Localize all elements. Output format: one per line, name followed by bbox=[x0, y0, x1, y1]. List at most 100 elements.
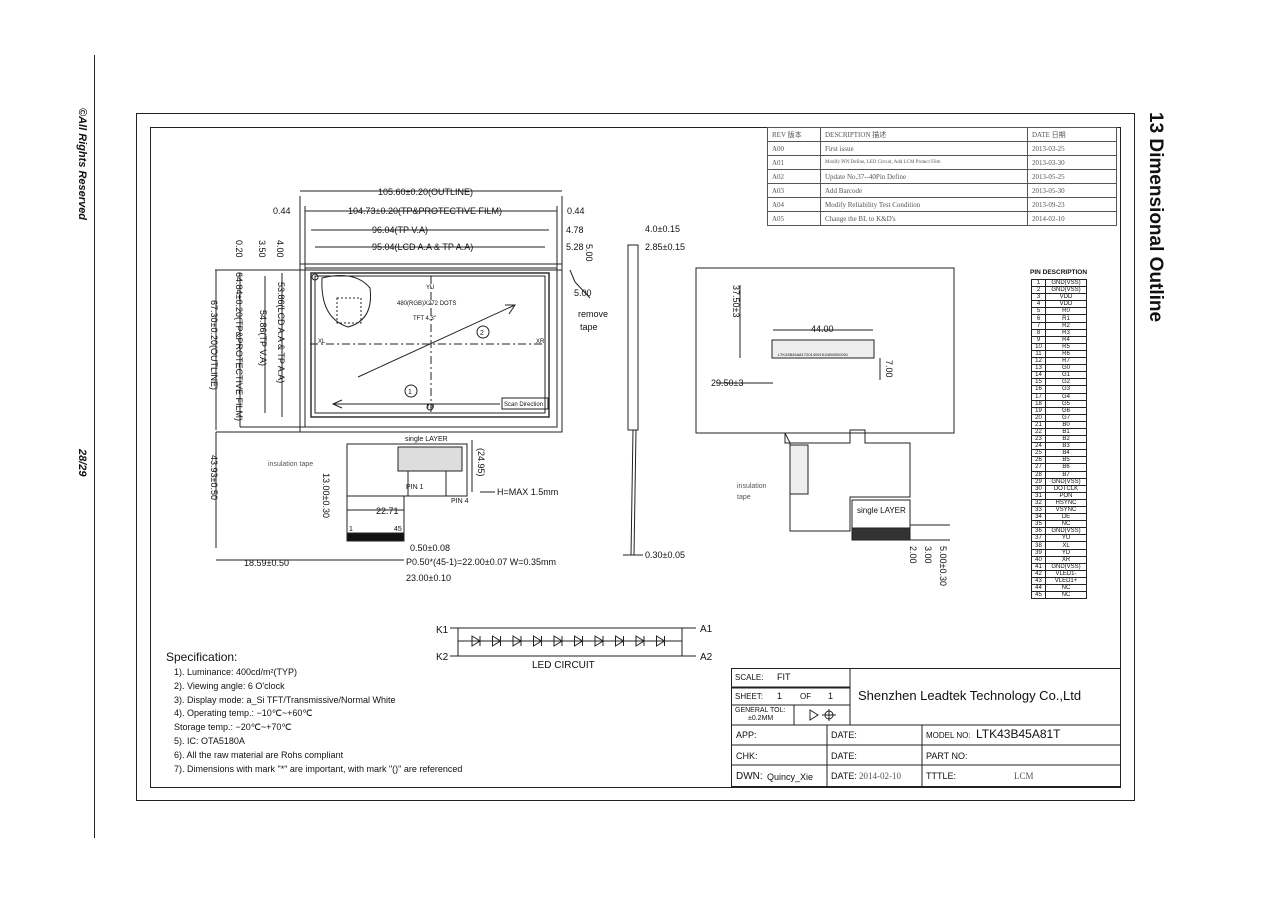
fpc-pin-1: 1 bbox=[349, 526, 353, 533]
label-a2: A2 bbox=[700, 652, 713, 663]
dwn-value: Quincy_Xie bbox=[767, 772, 814, 782]
of-label: OF bbox=[800, 692, 812, 701]
label-a1: A1 bbox=[700, 624, 713, 635]
dim-478: 4.78 bbox=[566, 225, 584, 235]
h-max-label: H=MAX 1.5mm bbox=[497, 487, 558, 497]
dim-200: 2.00 bbox=[908, 546, 918, 564]
pin1-label: PIN 1 bbox=[406, 484, 424, 491]
title-block-grid bbox=[732, 669, 1120, 786]
label-yu: YU bbox=[426, 285, 434, 291]
dim-40: 4.0±0.15 bbox=[645, 224, 680, 234]
dim-500a: 5.00 bbox=[584, 244, 594, 262]
remove-tape-label-2: tape bbox=[580, 322, 598, 332]
specification-item: Storage temp.: −20℃~+70℃ bbox=[174, 722, 292, 733]
pin4-label: PIN 4 bbox=[451, 498, 469, 505]
dim-1859: 18.59±0.50 bbox=[244, 558, 289, 568]
dwn-date-value: 2014-02-10 bbox=[859, 771, 901, 781]
tolerance-value: ±0.2MM bbox=[748, 715, 774, 722]
circle-label-2: 2 bbox=[480, 330, 484, 337]
revision-header-row: REV 版本 DESCRIPTION 描述 DATE 日期 bbox=[767, 127, 1117, 142]
label-yd: YD bbox=[426, 404, 435, 410]
revision-code: A05 bbox=[767, 211, 821, 226]
specification-title: Specification: bbox=[166, 650, 238, 664]
dim-050: 0.50±0.08 bbox=[410, 543, 450, 553]
dim-tp-film-height: 64.84±0.20(TP&PROTECTIVE FILM) bbox=[234, 272, 244, 421]
specification-item: 3). Display mode: a_Si TFT/Transmissive/… bbox=[174, 694, 396, 705]
drawing-frame-inner bbox=[150, 127, 1121, 788]
label-k1: K1 bbox=[436, 625, 449, 636]
specification-list: 1). Luminance: 400cd/m²(TYP)2). Viewing … bbox=[166, 666, 462, 776]
dim-tp-film-width: 104.73±0.20(TP&PROTECTIVE FILM) bbox=[348, 206, 502, 216]
circle-label-1: 1 bbox=[408, 389, 412, 396]
dim-020: 0.20 bbox=[234, 240, 244, 258]
drawing-frame-outer bbox=[136, 113, 1135, 801]
app-label: APP: bbox=[736, 730, 757, 740]
sheet-value: 1 bbox=[777, 691, 783, 701]
dim-tp-va-width: 96.04(TP V.A) bbox=[372, 225, 428, 235]
dim-500b: 5.00 bbox=[574, 288, 592, 298]
specification-block: Specification: 1). Luminance: 400cd/m²(T… bbox=[166, 650, 462, 776]
app-date-label: DATE: bbox=[831, 730, 857, 740]
tp-outline bbox=[304, 267, 558, 428]
dim-500-back: 5.00±0.30 bbox=[938, 546, 948, 586]
sheet-label: SHEET: bbox=[735, 692, 764, 701]
dim-4400: 44.00 bbox=[811, 324, 834, 334]
pin-signal: NC bbox=[1045, 591, 1087, 600]
dim-4393: 43.93±0.50 bbox=[209, 455, 219, 500]
fpc-pin-45: 45 bbox=[394, 526, 402, 533]
specification-item: 7). Dimensions with mark "*" are importa… bbox=[174, 763, 463, 774]
dim-1300: 13.00±0.30 bbox=[321, 473, 331, 518]
dim-outline-width: 105.60±0.20(OUTLINE) bbox=[378, 187, 473, 197]
label-xr: XR bbox=[536, 339, 545, 345]
dim-030: 0.30±0.05 bbox=[645, 550, 685, 560]
insulation-tape-label: insulation tape bbox=[268, 461, 313, 468]
title-value: LCM bbox=[1014, 771, 1034, 781]
insulation-tape-label-back-2: tape bbox=[737, 494, 751, 501]
led-diodes bbox=[458, 635, 682, 647]
chk-label: CHK: bbox=[736, 751, 758, 761]
insulation-tape-label-back: insulation bbox=[737, 483, 767, 490]
dim-left-044: 0.44 bbox=[273, 206, 291, 216]
dim-528: 5.28 bbox=[566, 242, 584, 252]
dim-3750: 37.50±3 bbox=[731, 285, 741, 317]
revision-date: 2014-02-10 bbox=[1027, 211, 1117, 226]
scan-direction-label: Scan Direction bbox=[504, 402, 543, 408]
left-margin-line bbox=[94, 55, 95, 838]
dim-700: 7.00 bbox=[884, 360, 894, 378]
module-outline bbox=[299, 263, 563, 433]
tft-size-label: TFT 4.3" bbox=[413, 316, 436, 322]
dim-outline-height: 67.30±0.20(OUTLINE) bbox=[209, 300, 219, 390]
remove-tape-label: remove bbox=[578, 309, 608, 319]
title-label: TTTLE: bbox=[926, 771, 957, 781]
dim-lcd-aa-height: 53.86(LCD A.A & TP A.A) bbox=[276, 282, 286, 383]
dim-pitch: P0.50*(45-1)=22.00±0.07 W=0.35mm bbox=[406, 557, 556, 567]
dim-285: 2.85±0.15 bbox=[645, 242, 685, 252]
specification-item: 6). All the raw material are Rohs compli… bbox=[174, 749, 344, 760]
label-xl: XL bbox=[318, 339, 326, 345]
dim-right-044: 0.44 bbox=[567, 206, 585, 216]
pin-description-title: PIN DESCRIPTION bbox=[1030, 269, 1088, 276]
single-layer-label-back: single LAYER bbox=[857, 506, 906, 515]
dim-2495: (24.95) bbox=[476, 448, 486, 477]
barcode-text: LTK43B45A81T2014091511850000001 bbox=[778, 352, 849, 357]
single-layer-label: single LAYER bbox=[405, 436, 448, 443]
dim-350: 3.50 bbox=[257, 240, 267, 258]
dim-400: 4.00 bbox=[275, 240, 285, 258]
of-value: 1 bbox=[828, 691, 834, 701]
dim-2271: 22.71 bbox=[376, 506, 399, 516]
dwn-date-label: DATE: bbox=[831, 771, 857, 781]
scale-label: SCALE: bbox=[735, 673, 764, 682]
tp-va-area bbox=[310, 272, 550, 418]
dim-tp-va-height: 54.86(TP V.A) bbox=[258, 310, 268, 366]
company-name: Shenzhen Leadtek Technology Co.,Ltd bbox=[858, 688, 1082, 703]
specification-item: 4). Operating temp.: −10℃~+60℃ bbox=[174, 708, 313, 719]
chk-date-label: DATE: bbox=[831, 751, 857, 761]
specification-item: 1). Luminance: 400cd/m²(TYP) bbox=[174, 667, 298, 677]
